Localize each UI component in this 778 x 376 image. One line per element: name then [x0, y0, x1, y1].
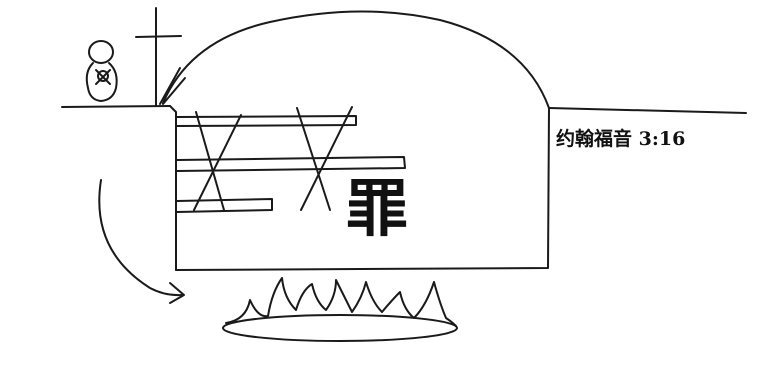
fire-icon	[222, 277, 458, 342]
cross-out-marks	[193, 106, 353, 211]
dome-arc	[162, 10, 550, 109]
left-cliff	[61, 105, 177, 271]
right-cliff	[175, 107, 747, 271]
sin-label: 罪	[346, 172, 409, 245]
plank	[176, 115, 357, 127]
cross-icon	[135, 7, 186, 107]
plank	[176, 156, 406, 172]
person-icon	[85, 40, 118, 102]
plank	[176, 198, 273, 213]
verse-reference: 约翰福音 3:16	[556, 128, 686, 150]
effort-planks	[176, 115, 406, 213]
curved-arrow-icon	[98, 179, 185, 304]
